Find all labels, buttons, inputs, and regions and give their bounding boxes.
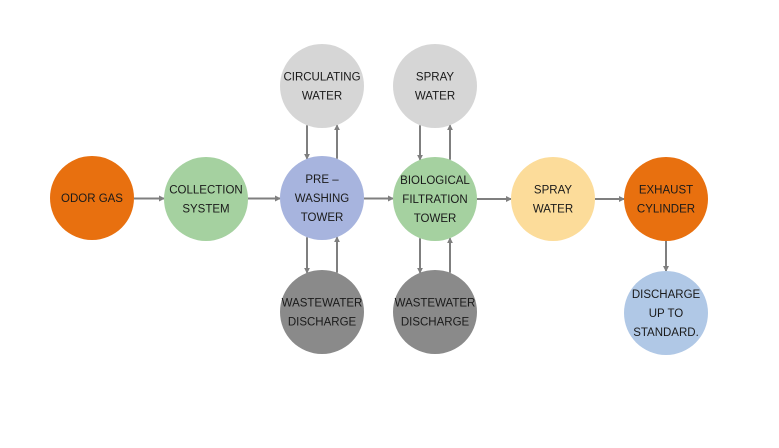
node-circle <box>511 157 595 241</box>
node-label: COLLECTION <box>169 185 243 197</box>
node-wastewater-discharge-2: WASTEWATER DISCHARGE <box>393 270 477 354</box>
node-label: WATER <box>302 91 342 103</box>
node-circulating-water: CIRCULATING WATER <box>280 44 364 128</box>
node-circle <box>393 44 477 128</box>
node-label: WASTEWATER <box>395 298 476 310</box>
node-label: TOWER <box>414 213 457 225</box>
node-label: PRE – <box>305 174 339 186</box>
node-label: WASTEWATER <box>282 298 363 310</box>
node-label: FILTRATION <box>402 194 467 206</box>
node-label: UP TO <box>649 308 684 320</box>
node-label: WASHING <box>295 193 350 205</box>
node-label: CYLINDER <box>637 204 695 216</box>
nodes: ODOR GAS COLLECTION SYSTEM PRE – WASHING TOWE… <box>50 44 708 355</box>
node-label: SPRAY <box>534 185 572 197</box>
node-circle <box>50 156 134 240</box>
node-label: STANDARD. <box>633 327 699 339</box>
node-circle <box>280 270 364 354</box>
node-pre-washing-tower: PRE – WASHING TOWER <box>280 156 364 240</box>
node-label: BIOLOGICAL <box>400 175 470 187</box>
node-label: WATER <box>415 91 455 103</box>
node-wastewater-discharge-1: WASTEWATER DISCHARGE <box>280 270 364 354</box>
node-collection-system: COLLECTION SYSTEM <box>164 157 248 241</box>
node-odor-gas: ODOR GAS <box>50 156 134 240</box>
node-circle <box>393 157 477 241</box>
node-circle <box>624 271 708 355</box>
node-spray-water: SPRAY WATER <box>511 157 595 241</box>
node-circle <box>393 270 477 354</box>
node-exhaust-cylinder: EXHAUST CYLINDER <box>624 157 708 241</box>
node-label: DISCHARGE <box>401 317 470 329</box>
node-label: ODOR GAS <box>61 193 123 205</box>
node-label: EXHAUST <box>639 185 693 197</box>
node-circle <box>624 157 708 241</box>
node-discharge-up-to-standard: DISCHARGE UP TO STANDARD. <box>624 271 708 355</box>
node-biological-filtration-tower: BIOLOGICAL FILTRATION TOWER <box>393 157 477 241</box>
node-circle <box>280 44 364 128</box>
node-spray-water-top: SPRAY WATER <box>393 44 477 128</box>
node-label: CIRCULATING <box>283 72 360 84</box>
node-label: TOWER <box>301 212 344 224</box>
node-circle <box>164 157 248 241</box>
node-label: WATER <box>533 204 573 216</box>
node-label: DISCHARGE <box>632 289 701 301</box>
node-circle <box>280 156 364 240</box>
node-label: SYSTEM <box>182 204 229 216</box>
node-label: SPRAY <box>416 72 454 84</box>
edges <box>134 124 669 274</box>
node-label: DISCHARGE <box>288 317 357 329</box>
